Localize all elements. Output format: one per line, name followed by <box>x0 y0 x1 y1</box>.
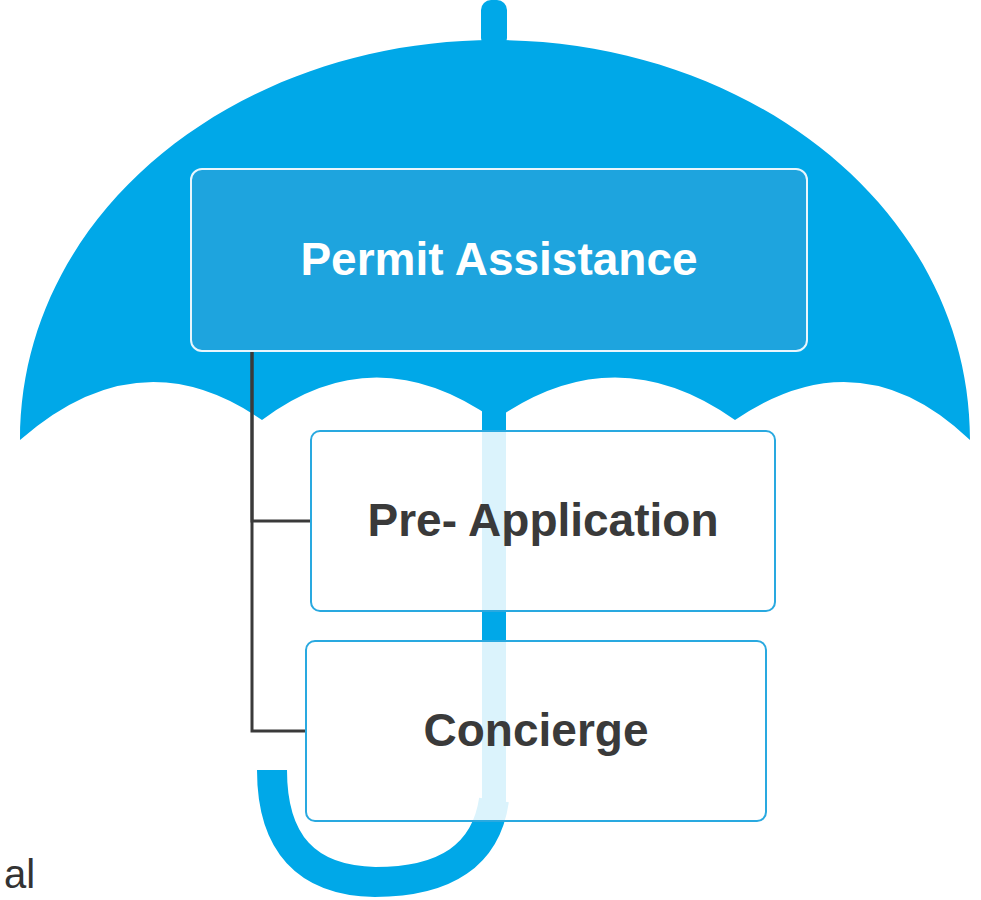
box-text: Permit Assistance <box>300 232 697 287</box>
umbrella-canopy <box>20 40 970 440</box>
umbrella-heading-box: Permit Assistance <box>190 168 808 352</box>
box-text: Pre- Application <box>368 493 719 548</box>
cut-off-text: al <box>4 852 35 897</box>
bracket-connector <box>252 352 305 731</box>
service-box: Pre- Application <box>310 430 776 612</box>
bracket-connector <box>252 352 310 521</box>
box-text: Concierge <box>424 703 649 758</box>
service-box: Concierge <box>305 640 767 822</box>
